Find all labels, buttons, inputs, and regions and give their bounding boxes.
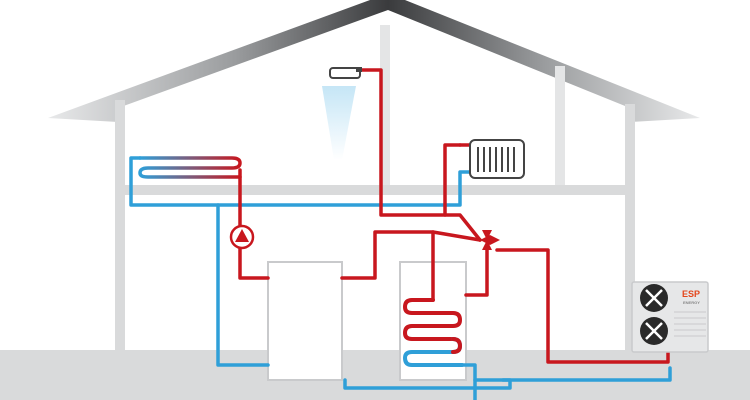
- cylinder-coil: [402, 298, 464, 367]
- three-way-valve: [480, 230, 500, 250]
- hot-pipes: [238, 68, 670, 364]
- underfloor-heating-loop: [138, 156, 242, 179]
- buffer-tank: [267, 261, 343, 381]
- heat-pump-brand: ESP: [682, 289, 700, 299]
- house-walls: [115, 25, 635, 400]
- cold-pipes: [129, 156, 672, 400]
- outdoor-heat-pump-unit: ESP ENERGY: [631, 281, 709, 353]
- circulation-pump: [229, 224, 255, 250]
- heat-pump-brand-sub: ENERGY: [683, 300, 700, 305]
- roof: [48, 0, 700, 122]
- shower-head: [322, 67, 362, 160]
- radiator: [469, 139, 525, 179]
